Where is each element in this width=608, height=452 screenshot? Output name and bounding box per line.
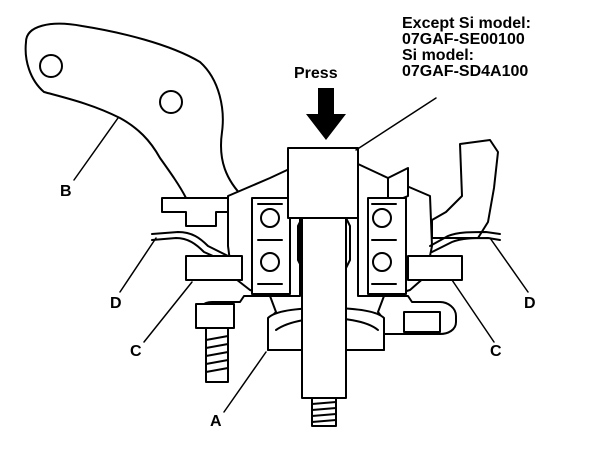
threaded-tip-threads	[311, 401, 337, 423]
leader-line-d-left	[119, 237, 157, 293]
callout-a: A	[210, 413, 222, 430]
support-plate-right-edge	[431, 237, 501, 253]
wheel-stud-threads	[205, 335, 229, 373]
callout-d-left: D	[110, 295, 122, 312]
tool-note-line-2: 07GAF-SE00100	[402, 31, 525, 48]
tool-note-line-3: Si model:	[402, 47, 475, 64]
knuckle-right-arm	[431, 139, 499, 239]
knuckle-mount-hole-lower	[159, 90, 183, 114]
callout-c-right: C	[490, 343, 502, 360]
press-label: Press	[294, 65, 338, 82]
callout-c-left: C	[130, 343, 142, 360]
bearing-race-lines-right	[371, 203, 397, 285]
knuckle-mount-hole-upper	[39, 54, 63, 78]
leader-line-a	[223, 351, 267, 413]
right-stud-stub	[403, 311, 441, 333]
spacer-block-left	[185, 255, 243, 281]
support-plate-left	[151, 231, 229, 257]
press-tool-shaft	[301, 217, 347, 399]
bearing-ball-right-bottom	[372, 252, 392, 272]
spacer-block-right	[407, 255, 463, 281]
callout-d-right: D	[524, 295, 536, 312]
bearing-ball-right-top	[372, 208, 392, 228]
knuckle-upper-arm	[24, 22, 245, 199]
tool-note-line-4: 07GAF-SD4A100	[402, 63, 529, 80]
bearing-ball-left-top	[260, 208, 280, 228]
press-arrow-icon	[306, 88, 346, 140]
hub-flange	[195, 295, 457, 351]
tool-note-line-1: Except Si model:	[402, 15, 531, 32]
press-tool-head	[287, 147, 359, 219]
callout-b: B	[60, 183, 72, 200]
leader-line-c-left	[143, 281, 193, 343]
bearing-ball-left-bottom	[260, 252, 280, 272]
bearing-race-lines-left	[257, 203, 283, 285]
support-plate-left-edge	[151, 237, 223, 261]
tool-note: Except Si model: 07GAF-SE00100 Si model:…	[402, 16, 531, 80]
leader-line-c-right	[451, 279, 495, 343]
leader-line-tool-note	[355, 97, 437, 151]
press-tool-taper	[297, 217, 351, 269]
leader-line-b	[73, 117, 119, 181]
knuckle-right-tab	[387, 167, 409, 205]
leader-line-d-right	[489, 237, 529, 293]
wheel-stud-head	[195, 303, 235, 329]
support-plate-right	[429, 231, 501, 247]
